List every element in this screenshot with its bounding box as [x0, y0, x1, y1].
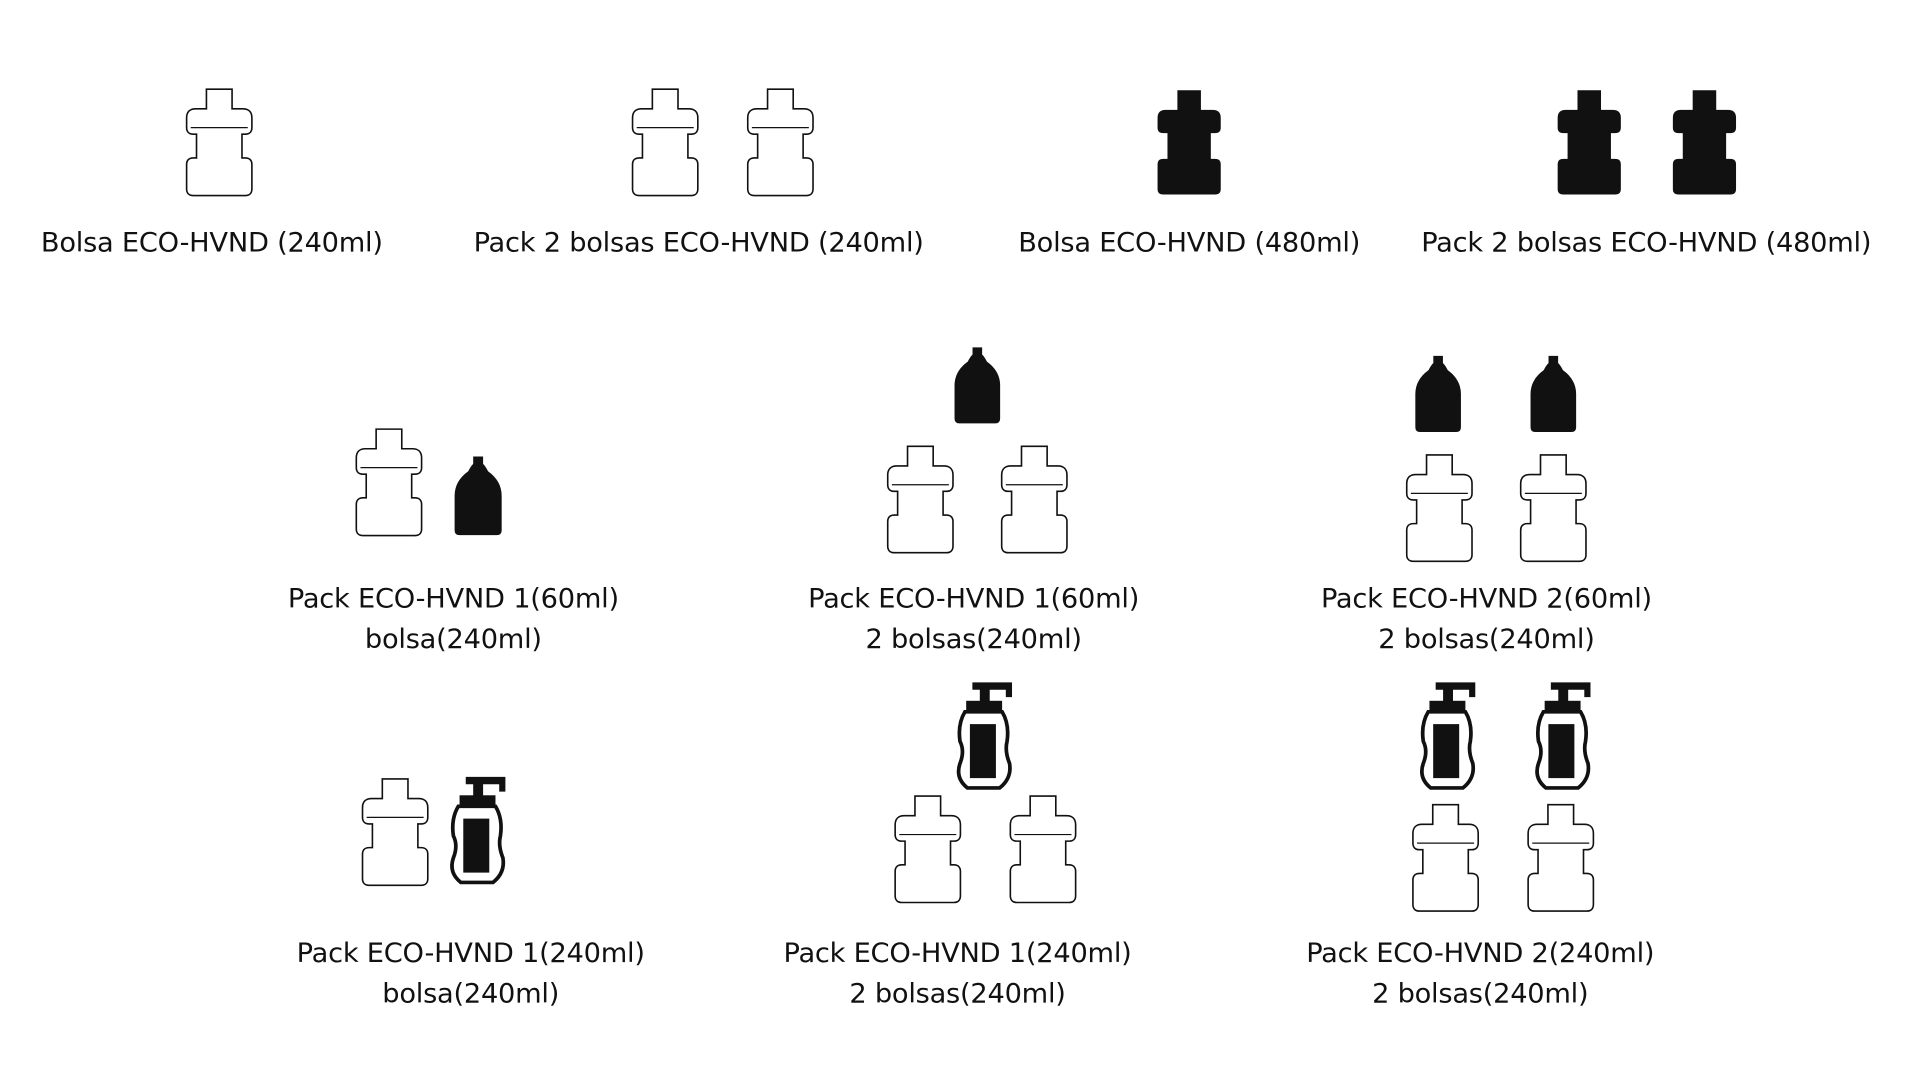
bag-filled-icon	[1158, 91, 1220, 194]
label-line-1: Pack ECO-HVND 2(240ml)	[1306, 938, 1655, 970]
bag-outline-icon	[188, 91, 250, 194]
bag-outline-icon	[634, 91, 696, 194]
label-line-2: 2 bolsas(240ml)	[1378, 624, 1595, 656]
product-label: Pack ECO-HVND 2(240ml) 2 bolsas(240ml)	[1306, 934, 1654, 1015]
bag-outline-icon	[358, 431, 420, 534]
product-label: Pack 2 bolsas ECO-HVND (480ml)	[1421, 228, 1872, 259]
product-label: Pack ECO-HVND 1(240ml) bolsa(240ml)	[297, 934, 645, 1015]
pump-bottle-icon	[956, 680, 1014, 790]
bottle-60ml-icon	[1415, 355, 1461, 433]
label-line-1: Pack ECO-HVND 2(60ml)	[1320, 584, 1652, 615]
pump-bottle-icon	[450, 775, 508, 885]
label-line-1: Pack ECO-HVND 1(240ml)	[783, 938, 1132, 970]
label-line-1: Pack ECO-HVND 1(60ml)	[808, 584, 1140, 615]
bag-outline-icon	[1530, 806, 1592, 909]
product-label: Pack ECO-HVND 2(60ml) 2 bolsas(240ml)	[1321, 579, 1652, 660]
pump-bottle-icon	[1535, 680, 1593, 790]
bottle-60ml-icon	[454, 456, 502, 536]
bag-outline-icon	[749, 91, 811, 194]
bag-filled-icon	[1673, 91, 1735, 194]
bag-outline-icon	[889, 448, 951, 551]
product-label: Pack ECO-HVND 1(60ml) bolsa(240ml)	[288, 579, 619, 660]
pump-bottle-icon	[1419, 680, 1478, 790]
label-line-2: 2 bolsas(240ml)	[849, 979, 1066, 1011]
label-line-2: bolsa(240ml)	[364, 624, 542, 656]
label-line-2: 2 bolsas(240ml)	[865, 624, 1082, 656]
bag-outline-icon	[1012, 798, 1074, 901]
product-label: Pack 2 bolsas ECO-HVND (240ml)	[473, 228, 924, 259]
label-line-1: Pack ECO-HVND 1(60ml)	[287, 584, 619, 615]
bag-outline-icon	[364, 781, 426, 884]
bag-outline-icon	[1522, 457, 1584, 560]
product-label: Bolsa ECO-HVND (240ml)	[40, 228, 383, 259]
bottle-60ml-icon	[1530, 355, 1577, 433]
bag-outline-icon	[1408, 457, 1470, 560]
bottle-60ml-icon	[954, 347, 1001, 424]
bag-outline-icon	[1415, 806, 1477, 909]
bag-outline-icon	[897, 798, 959, 901]
product-label: Pack ECO-HVND 1(60ml) 2 bolsas(240ml)	[808, 579, 1139, 660]
label-line-1: Pack ECO-HVND 1(240ml)	[296, 938, 645, 970]
label-line-2: 2 bolsas(240ml)	[1372, 979, 1589, 1011]
product-label: Pack ECO-HVND 1(240ml) 2 bolsas(240ml)	[783, 934, 1131, 1015]
bag-filled-icon	[1558, 91, 1620, 194]
label-line-2: bolsa(240ml)	[382, 979, 560, 1011]
product-label: Bolsa ECO-HVND (480ml)	[1018, 228, 1361, 259]
bag-outline-icon	[1003, 448, 1065, 551]
